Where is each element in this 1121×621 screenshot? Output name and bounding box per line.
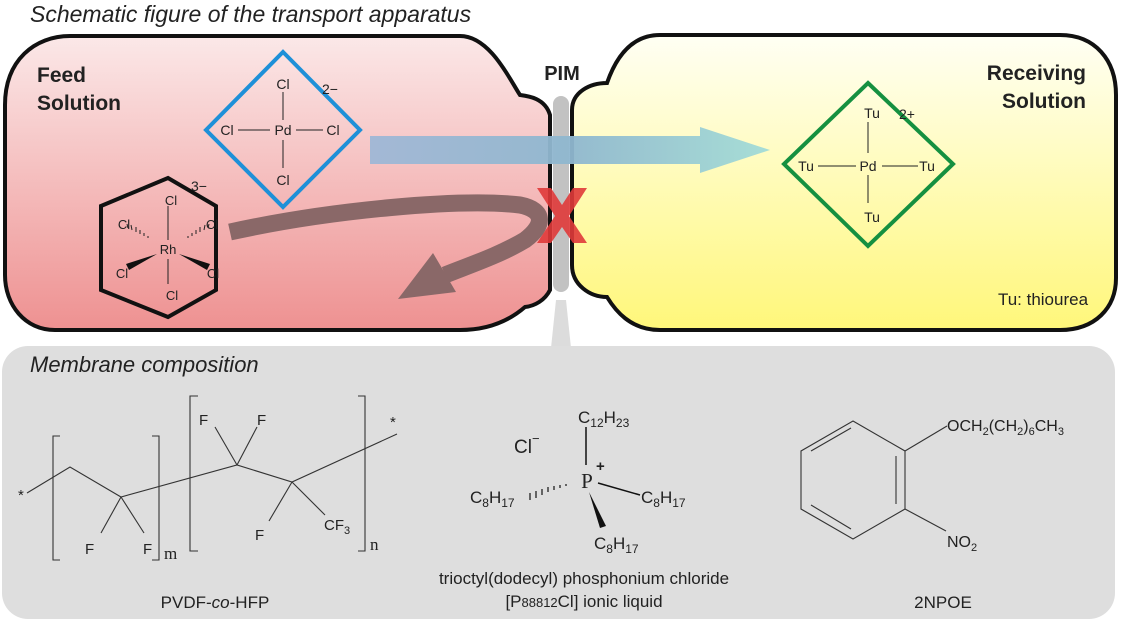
rh-ligand-bottom: Cl: [166, 288, 178, 303]
pvdf-hfp-structure: [26, 395, 398, 561]
rh-rejected-arrowhead: [398, 253, 456, 299]
pvdf-f-2: F: [143, 541, 152, 558]
receiving-solution-container: [570, 33, 1118, 332]
ionic-liquid-name: trioctyl(dodecyl) phosphonium chloride: [439, 569, 729, 588]
feed-solution-container: [3, 34, 552, 332]
pvdf-f-3: F: [199, 412, 208, 429]
pvdf-n-subscript: n: [370, 535, 379, 554]
rh-ligand-lower-right: Cl: [207, 266, 219, 281]
octyl-group-bottom: C8H17: [594, 534, 639, 556]
thiourea-note: Tu: thiourea: [998, 290, 1089, 309]
pd-ligand-left: Cl: [220, 122, 233, 138]
pd-ligand-bottom: Cl: [276, 172, 289, 188]
pd-cl-diamond: [203, 49, 363, 210]
phosphorus-center: P: [581, 469, 593, 493]
pvdf-cf3: CF3: [324, 517, 350, 537]
octyl-group-left: C8H17: [470, 488, 515, 510]
pvdf-name: PVDF-co-HFP: [161, 593, 270, 612]
receiving-label-line1: Receiving: [987, 62, 1086, 85]
pd-thiourea-complex: Tu Tu Pd Tu Tu 2+: [781, 80, 956, 249]
pd-charge: 2−: [322, 81, 338, 97]
pd-ligand-top: Cl: [276, 76, 289, 92]
tu-ligand-right: Tu: [919, 158, 935, 174]
pvdf-m-subscript: m: [164, 544, 177, 563]
dodecyl-group: C12H23: [578, 408, 630, 430]
pvdf-f-4: F: [257, 412, 266, 429]
feed-label-line1: Feed: [37, 64, 86, 87]
phosphonium-structure: Cl− P + C12H23 C8H17 C8H17 C8H17: [470, 408, 686, 556]
rh-ligand-top: Cl: [165, 193, 177, 208]
rh-rejected-arrow: [228, 194, 548, 283]
tu-ligand-bottom: Tu: [864, 209, 880, 225]
octyloxy-group: OCH2(CH2)6CH3: [947, 418, 1064, 438]
ionic-liquid-abbreviation: [P88812Cl] ionic liquid: [505, 592, 662, 611]
pd-transport-arrow: [370, 127, 770, 173]
tu-ligand-top: Tu: [864, 105, 880, 121]
composition-panel: [2, 346, 1115, 619]
feed-label-line2: Solution: [37, 92, 121, 115]
pim-callout-pointer: [551, 300, 571, 348]
pd-center: Pd: [274, 122, 291, 138]
composition-title: Membrane composition: [30, 352, 259, 377]
pd-chloride-complex: Cl Cl Pd Cl Cl 2−: [203, 49, 363, 210]
pd-ligand-right: Cl: [326, 122, 339, 138]
pim-label: PIM: [544, 63, 580, 85]
pvdf-f-5: F: [255, 527, 264, 544]
rh-chloride-complex: Cl Cl Cl Rh Cl Cl Cl 3−: [99, 175, 219, 320]
figure-title: Schematic figure of the transport appara…: [30, 1, 472, 27]
octyl-group-right: C8H17: [641, 488, 686, 510]
rh-hexagon: [99, 175, 218, 320]
tu-pd-center: Pd: [859, 158, 876, 174]
npoe-name: 2NPOE: [914, 593, 972, 612]
pd-tu-diamond: [781, 80, 956, 249]
rh-ligand-upper-right: Cl: [206, 217, 218, 232]
block-x-icon: [537, 188, 587, 243]
pvdf-f-1: F: [85, 541, 94, 558]
tu-ligand-left: Tu: [798, 158, 814, 174]
rh-center: Rh: [160, 242, 177, 257]
npoe-structure: [800, 420, 948, 540]
pvdf-star-left: *: [18, 487, 24, 504]
nitro-group: NO2: [947, 534, 977, 554]
chloride-anion: Cl−: [514, 431, 540, 458]
tu-pd-charge: 2+: [899, 106, 915, 122]
rh-ligand-lower-left: Cl: [116, 266, 128, 281]
phosphonium-charge: +: [596, 458, 605, 475]
pim-membrane: [553, 96, 569, 292]
rh-ligand-upper-left: Cl: [118, 217, 130, 232]
rh-charge: 3−: [191, 178, 207, 194]
receiving-label-line2: Solution: [1002, 90, 1086, 113]
pvdf-star-right: *: [390, 414, 396, 431]
